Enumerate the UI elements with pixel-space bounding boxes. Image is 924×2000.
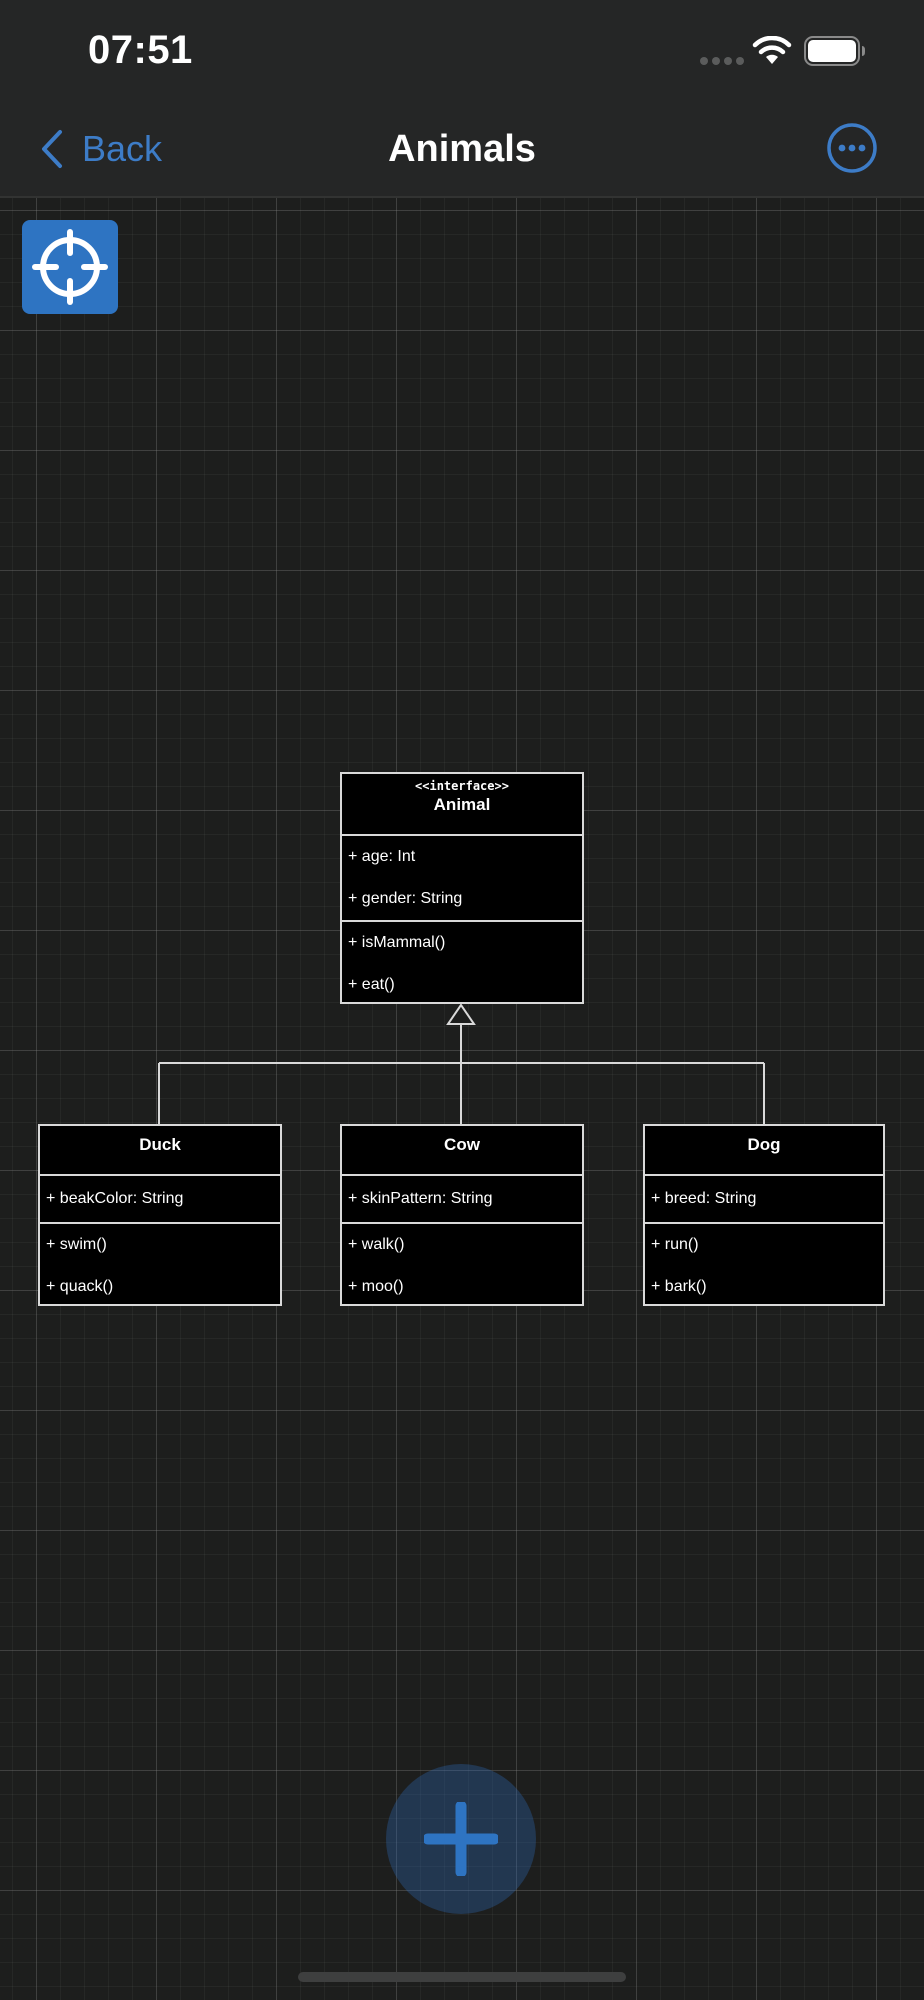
uml-stereotype: <<interface>> [415, 779, 509, 793]
uml-attribute: + skinPattern: String [348, 1190, 493, 1207]
uml-method: + swim() [46, 1236, 107, 1253]
add-element-button[interactable] [386, 1764, 536, 1914]
uml-method: + eat() [348, 976, 395, 993]
uml-attributes: + beakColor: String [40, 1176, 280, 1224]
uml-class-cow[interactable]: Cow + skinPattern: String + walk() + moo… [340, 1124, 584, 1306]
recenter-button[interactable] [22, 220, 118, 314]
uml-header: Duck [40, 1126, 280, 1176]
home-indicator [298, 1972, 626, 1982]
wifi-icon [752, 36, 792, 64]
uml-attributes: + breed: String [645, 1176, 883, 1224]
uml-header: Cow [342, 1126, 582, 1176]
uml-methods: + swim() + quack() [40, 1224, 280, 1308]
plus-icon [424, 1802, 498, 1876]
crosshair-icon [32, 229, 108, 305]
uml-attribute: + gender: String [348, 890, 463, 907]
uml-method: + bark() [651, 1278, 707, 1295]
uml-methods: + walk() + moo() [342, 1224, 582, 1308]
uml-method: + run() [651, 1236, 699, 1253]
page-title: Animals [388, 128, 536, 170]
uml-attribute: + breed: String [651, 1190, 757, 1207]
uml-class-duck[interactable]: Duck + beakColor: String + swim() + quac… [38, 1124, 282, 1306]
battery-icon [804, 36, 865, 66]
uml-header: Dog [645, 1126, 883, 1176]
back-button[interactable]: Back [40, 124, 162, 174]
uml-interface-animal[interactable]: <<interface>> Animal + age: Int + gender… [340, 772, 584, 1004]
back-label: Back [82, 128, 163, 169]
uml-class-name: Duck [139, 1135, 181, 1154]
more-options-button[interactable] [826, 122, 878, 174]
uml-method: + walk() [348, 1236, 405, 1253]
uml-method: + quack() [46, 1278, 114, 1295]
uml-class-dog[interactable]: Dog + breed: String + run() + bark() [643, 1124, 885, 1306]
uml-header: <<interface>> Animal [342, 774, 582, 836]
chevron-left-icon [42, 130, 62, 168]
navigation-bar: Back Animals [0, 100, 924, 198]
uml-methods: + run() + bark() [645, 1224, 883, 1308]
uml-attributes: + skinPattern: String [342, 1176, 582, 1224]
uml-class-name: Cow [444, 1135, 480, 1154]
uml-class-name: Animal [433, 795, 491, 814]
status-bar: 07:51 [0, 0, 924, 100]
uml-attribute: + age: Int [348, 848, 416, 865]
uml-methods: + isMammal() + eat() [342, 922, 582, 1006]
cellular-signal-icon [700, 57, 744, 65]
uml-method: + isMammal() [348, 934, 446, 951]
uml-method: + moo() [348, 1278, 404, 1295]
status-time: 07:51 [88, 28, 193, 72]
uml-attributes: + age: Int + gender: String [342, 836, 582, 922]
uml-class-name: Dog [747, 1135, 781, 1154]
uml-attribute: + beakColor: String [46, 1190, 184, 1207]
